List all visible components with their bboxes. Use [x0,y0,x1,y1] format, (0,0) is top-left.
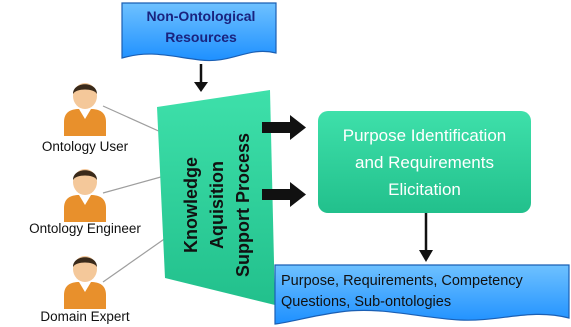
non-ontological-resources-shape [121,2,277,62]
person-icon [64,169,106,222]
connector-ontology-engineer [102,174,169,194]
person-icon [64,256,106,309]
output-document-shape [274,264,570,325]
actor-label-ontology-user: Ontology User [41,139,129,154]
purpose-identification-box [318,111,531,213]
output-line-1: Purpose, Requirements, Competency [281,273,523,289]
purpose-identification-label: Purpose Identification and Requirements … [318,111,531,213]
non-ontological-line-1: Non-Ontological [146,8,256,24]
connector-ontology-user [102,105,164,134]
arrow-resources-to-process [194,64,208,92]
output-document-label: Purpose, Requirements, Competency Questi… [281,271,571,313]
knowledge-process-shape [157,90,275,305]
knowledge-process-line-1: Knowledge [181,156,202,254]
non-ontological-resources-label: Non-Ontological Resources [126,6,276,48]
actor-label-ontology-engineer: Ontology Engineer [29,221,141,236]
non-ontological-line-2: Resources [165,29,237,45]
arrow-purpose-to-output [419,213,433,262]
purpose-line-1: Purpose Identification [342,125,507,145]
purpose-line-3: Elicitation [388,179,461,199]
arrow-process-to-purpose-bottom [262,182,306,207]
knowledge-process-line-3: Support Process [233,132,254,278]
purpose-line-2: and Requirements [355,152,494,172]
connector-domain-expert [102,234,171,283]
arrow-process-to-purpose-top [262,115,306,140]
output-line-2: Questions, Sub-ontologies [281,294,452,310]
knowledge-process-line-2: Aquisition [207,161,228,250]
knowledge-process-label: Knowledge Aquisition Support Process [163,100,271,310]
person-icon [64,83,106,136]
actor-label-domain-expert: Domain Expert [40,309,130,324]
